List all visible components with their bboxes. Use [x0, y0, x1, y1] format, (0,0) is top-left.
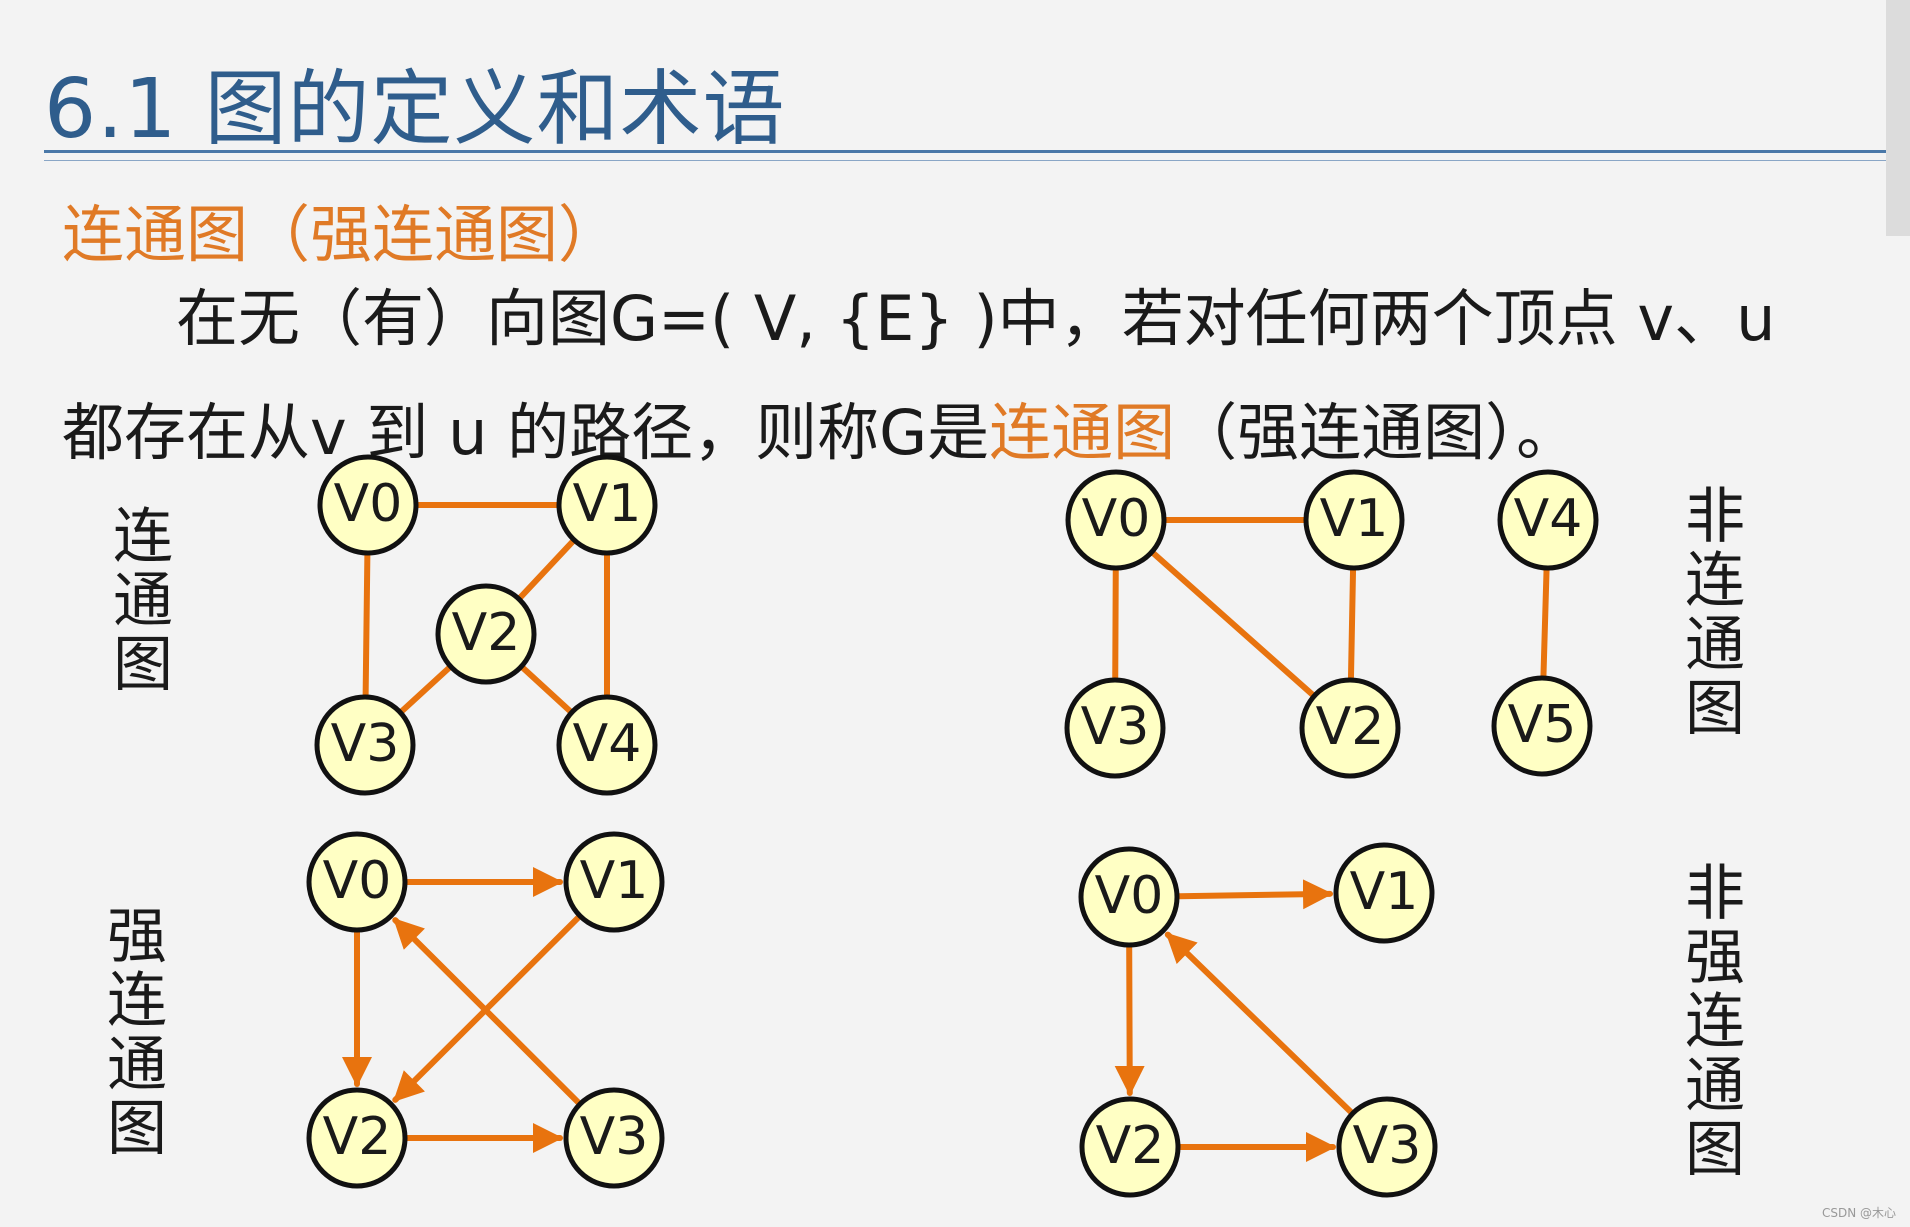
edge-v0-v2: [1114, 943, 1145, 1097]
label-connected: 连通图: [113, 502, 173, 700]
node-label: V3: [1353, 1116, 1422, 1176]
node-v2: V2: [1299, 677, 1401, 779]
node-label: V1: [1350, 862, 1419, 922]
node-label: V2: [1096, 1116, 1165, 1176]
node-v0: V0: [306, 831, 408, 933]
node-circle: [1303, 469, 1405, 571]
node-label: V2: [323, 1107, 392, 1167]
node-label: V5: [1508, 695, 1577, 755]
node-circle: [306, 1087, 408, 1189]
node-v1: V1: [556, 454, 658, 556]
node-circle: [314, 694, 416, 796]
title-divider: [44, 150, 1886, 153]
edge-v1-v2: [517, 538, 576, 601]
definition-accent: 连通图: [989, 396, 1176, 469]
node-label: V2: [452, 603, 521, 663]
node-circle: [1065, 469, 1167, 571]
node-circle: [306, 831, 408, 933]
node-label: V0: [1095, 866, 1164, 926]
edge-v3-v0: [392, 917, 582, 1106]
slide-title: 6.1 图的定义和术语: [44, 62, 786, 157]
node-circle: [1079, 1096, 1181, 1198]
definition-line-1: 在无（有）向图G=( V, {E} )中，若对任何两个顶点 v、u: [176, 282, 1776, 355]
label-not-strongly-connected: 非强连通图: [1685, 859, 1745, 1185]
node-v0: V0: [317, 454, 419, 556]
edge-v3-v0: [1164, 931, 1355, 1116]
node-circle: [556, 694, 658, 796]
node-circle: [435, 583, 537, 685]
node-circle: [1078, 846, 1180, 948]
node-label: V3: [1081, 697, 1150, 757]
node-v0: V0: [1078, 846, 1180, 948]
edge-v0-v2: [1150, 550, 1316, 698]
node-v2: V2: [306, 1087, 408, 1189]
node-label: V2: [1316, 697, 1385, 757]
node-v1: V1: [563, 831, 665, 933]
node-label: V1: [573, 474, 642, 534]
node-circle: [563, 831, 665, 933]
node-v3: V3: [1336, 1096, 1438, 1198]
node-v4: V4: [1497, 469, 1599, 571]
section-heading: 连通图（强连通图）: [62, 198, 621, 271]
node-v5: V5: [1491, 675, 1593, 777]
node-v0: V0: [1065, 469, 1167, 571]
edge-v2-v4: [519, 664, 574, 715]
title-divider-thin: [44, 160, 1886, 161]
node-label: V4: [573, 714, 642, 774]
node-circle: [1491, 675, 1593, 777]
definition-suffix: （强连通图）。: [1175, 396, 1579, 469]
scrollbar-thumb[interactable]: [1886, 0, 1910, 236]
edge-v0-v3: [1112, 566, 1119, 682]
edge-v1-v2: [1347, 566, 1357, 682]
node-v3: V3: [314, 694, 416, 796]
node-v2: V2: [1079, 1096, 1181, 1198]
node-label: V0: [323, 851, 392, 911]
node-label: V3: [580, 1107, 649, 1167]
node-circle: [556, 454, 658, 556]
definition-line-2: 都存在从v 到 u 的路径，则称G是连通图（强连通图）。: [62, 382, 1578, 472]
node-v3: V3: [1064, 677, 1166, 779]
node-label: V4: [1514, 489, 1583, 549]
node-label: V3: [331, 714, 400, 774]
node-v3: V3: [563, 1087, 665, 1189]
edge-v2-v3: [398, 664, 453, 715]
label-not-connected: 非连通图: [1685, 482, 1745, 744]
node-circle: [1497, 469, 1599, 571]
edge-v4-v5: [1540, 566, 1550, 680]
node-v1: V1: [1333, 842, 1435, 944]
node-label: V1: [1320, 489, 1389, 549]
node-circle: [1336, 1096, 1438, 1198]
node-circle: [1333, 842, 1435, 944]
node-label: V0: [1082, 489, 1151, 549]
edge-v0-v3: [362, 551, 371, 699]
label-strongly-connected: 强连通图: [107, 902, 167, 1164]
watermark: CSDN @木心: [1821, 1206, 1896, 1220]
node-circle: [317, 454, 419, 556]
node-circle: [1064, 677, 1166, 779]
node-v1: V1: [1303, 469, 1405, 571]
node-circle: [1299, 677, 1401, 779]
definition-text: 都存在从v 到 u 的路径，则称G是: [62, 396, 990, 469]
node-v4: V4: [556, 694, 658, 796]
node-v2: V2: [435, 583, 537, 685]
node-label: V1: [580, 851, 649, 911]
node-circle: [563, 1087, 665, 1189]
edge-v0-v1: [1175, 879, 1334, 910]
node-label: V0: [334, 474, 403, 534]
